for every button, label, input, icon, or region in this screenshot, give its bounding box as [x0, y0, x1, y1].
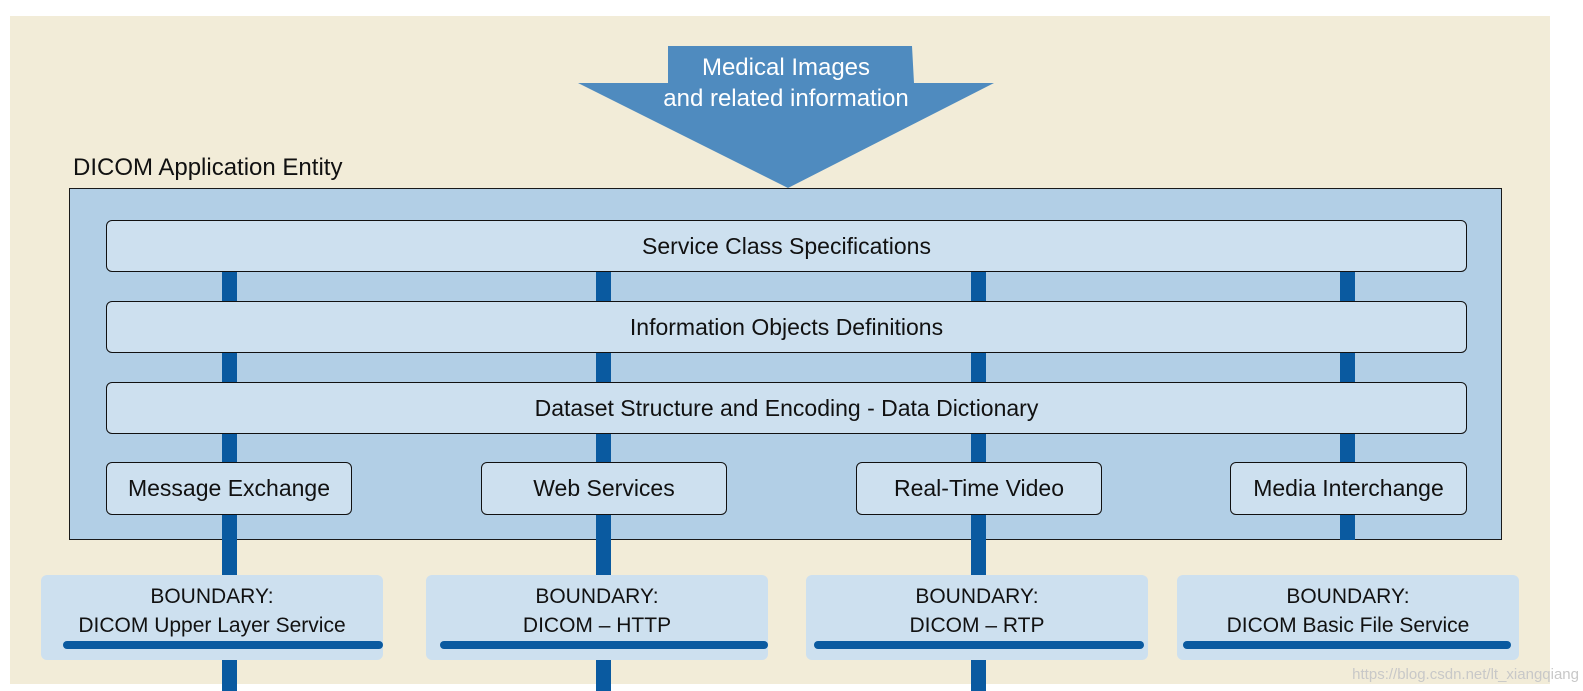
boundary-bar: [1183, 641, 1511, 649]
watermark: https://blog.csdn.net/lt_xiangqiang: [1352, 666, 1579, 683]
service-web-services: Web Services: [481, 462, 727, 515]
input-arrow-label: Medical Images and related information: [610, 52, 962, 114]
boundary-bar: [814, 641, 1144, 649]
boundary-rtp: BOUNDARY: DICOM – RTP: [806, 575, 1148, 660]
service-media-interchange: Media Interchange: [1230, 462, 1467, 515]
application-entity-label: DICOM Application Entity: [73, 154, 343, 181]
input-arrow: [578, 46, 994, 188]
boundary-title: BOUNDARY:: [915, 585, 1039, 608]
boundary-basic-file: BOUNDARY: DICOM Basic File Service: [1177, 575, 1519, 660]
service-real-time-video: Real-Time Video: [856, 462, 1102, 515]
boundary-bar: [440, 641, 768, 649]
boundary-name: DICOM – RTP: [909, 614, 1045, 637]
boundary-name: DICOM Basic File Service: [1226, 614, 1470, 637]
input-arrow-line-2: and related information: [663, 85, 909, 112]
boundary-name: DICOM – HTTP: [522, 614, 672, 637]
layer-information-objects: Information Objects Definitions: [106, 301, 1467, 353]
boundary-title: BOUNDARY:: [150, 585, 274, 608]
input-arrow-line-1: Medical Images: [701, 54, 871, 81]
boundary-http: BOUNDARY: DICOM – HTTP: [426, 575, 768, 660]
service-message-exchange: Message Exchange: [106, 462, 352, 515]
boundary-bar: [63, 641, 383, 649]
boundary-name: DICOM Upper Layer Service: [78, 614, 346, 637]
boundary-title: BOUNDARY:: [1286, 585, 1410, 608]
boundary-upper-layer: BOUNDARY: DICOM Upper Layer Service: [41, 575, 383, 660]
layer-service-class: Service Class Specifications: [106, 220, 1467, 272]
boundary-title: BOUNDARY:: [535, 585, 659, 608]
layer-dataset-structure: Dataset Structure and Encoding - Data Di…: [106, 382, 1467, 434]
input-arrow-shape: [578, 46, 994, 188]
